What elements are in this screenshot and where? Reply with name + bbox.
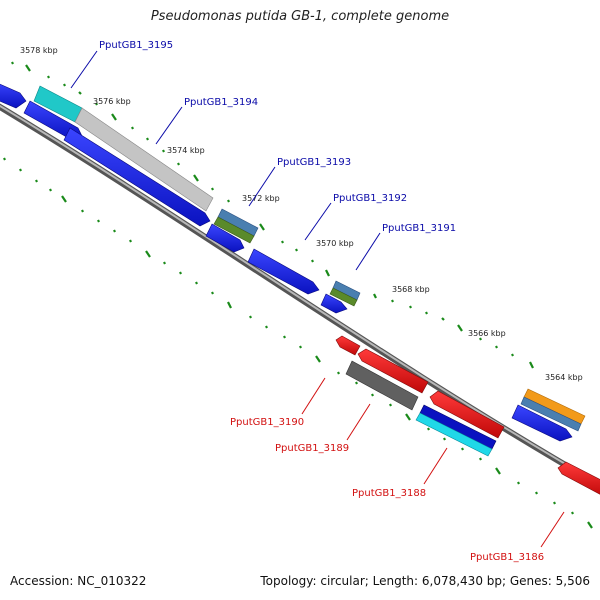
reverse-gene-arrow[interactable]: [429, 390, 505, 439]
gene-label-3192[interactable]: PputGB1_3192: [333, 193, 407, 204]
outer-tick-track: [11, 61, 534, 369]
forward-gene-labels: PputGB1_3195 PputGB1_3194 PputGB1_3193 P…: [99, 40, 456, 234]
gene-block-3194[interactable]: [74, 107, 214, 212]
kbp-scale-labels: 3578 kbp 3576 kbp 3574 kbp 3572 kbp 3570…: [20, 46, 583, 382]
gene-block-3189[interactable]: [345, 360, 419, 411]
gene-block-3192[interactable]: [329, 287, 358, 307]
gene-label-3188[interactable]: PputGB1_3188: [352, 488, 426, 499]
forward-gene-arrow[interactable]: [247, 248, 320, 295]
forward-gene-arrow[interactable]: [320, 293, 348, 314]
reverse-gene-arrow[interactable]: [557, 461, 600, 497]
forward-strand-genes: [0, 82, 573, 442]
kbp-label: 3566 kbp: [468, 329, 506, 338]
reverse-feature-blocks: [345, 360, 497, 457]
gene-block-3193-b[interactable]: [213, 216, 255, 244]
kbp-label: 3564 kbp: [545, 373, 583, 382]
reverse-gene-arrow[interactable]: [357, 348, 429, 394]
kbp-label: 3578 kbp: [20, 46, 58, 55]
forward-gene-callouts: [70, 50, 381, 271]
gene-block-steel[interactable]: [520, 396, 582, 432]
topology-text: Topology: circular; Length: 6,078,430 bp…: [260, 574, 590, 588]
kbp-label: 3574 kbp: [167, 146, 205, 155]
reverse-strand-genes: [335, 335, 600, 497]
reverse-gene-arrow[interactable]: [335, 335, 361, 356]
gene-label-3186[interactable]: PputGB1_3186: [470, 552, 544, 563]
forward-gene-arrow[interactable]: [205, 223, 245, 253]
gene-label-3191[interactable]: PputGB1_3191: [382, 223, 456, 234]
page-title: Pseudomonas putida GB-1, complete genome: [150, 9, 450, 24]
kbp-label: 3576 kbp: [93, 97, 131, 106]
gene-block-3188-b[interactable]: [415, 412, 493, 457]
gene-label-3190[interactable]: PputGB1_3190: [230, 417, 304, 428]
reverse-gene-labels: PputGB1_3190 PputGB1_3189 PputGB1_3188 P…: [230, 417, 544, 563]
kbp-label: 3568 kbp: [392, 285, 430, 294]
reverse-gene-callouts: [301, 377, 565, 548]
accession-text: Accession: NC_010322: [10, 574, 147, 588]
gene-label-3195[interactable]: PputGB1_3195: [99, 40, 173, 51]
inner-tick-track: [3, 157, 593, 529]
forward-gene-arrow[interactable]: [511, 404, 573, 442]
gene-label-3189[interactable]: PputGB1_3189: [275, 443, 349, 454]
kbp-label: 3570 kbp: [316, 239, 354, 248]
gene-label-3193[interactable]: PputGB1_3193: [277, 157, 351, 168]
forward-feature-blocks: [33, 85, 586, 432]
kbp-label: 3572 kbp: [242, 194, 280, 203]
genome-backbone: [0, 103, 600, 489]
gene-label-3194[interactable]: PputGB1_3194: [184, 97, 258, 108]
forward-gene-arrow[interactable]: [63, 127, 211, 227]
forward-gene-arrow[interactable]: [0, 82, 27, 109]
